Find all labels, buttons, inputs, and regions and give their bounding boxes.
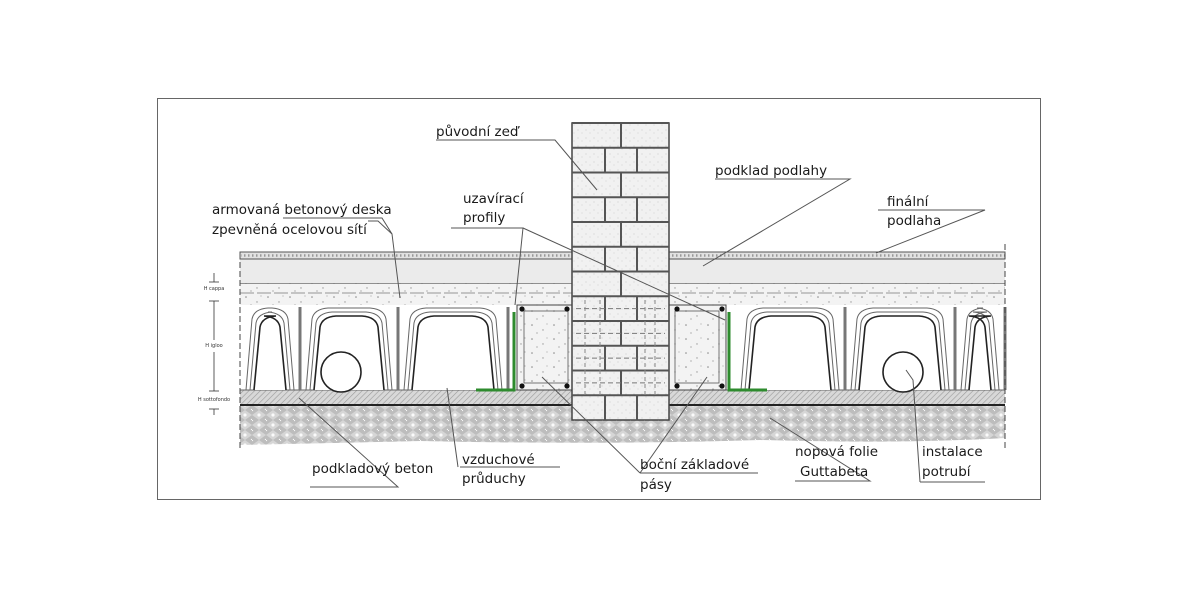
dim-h-sottofondo: H sottofondo [198, 397, 230, 403]
original-wall [571, 122, 670, 421]
label-floor-base: podklad podlahy [715, 163, 827, 179]
label-dimple-membrane-2: Guttabeta [800, 464, 868, 480]
side-footing-right [668, 304, 727, 391]
label-side-footings-2: pásy [640, 477, 672, 493]
label-slab-2: zpevněná ocelovou sítí [212, 222, 368, 238]
label-pipe-install-2: potrubí [922, 464, 972, 480]
closing-profile-left [476, 312, 516, 392]
label-closing-profiles-1: uzavírací [463, 191, 525, 207]
dimension-marks: H cappa H igloo H sottofondo [198, 244, 1006, 448]
side-footing-left [516, 304, 575, 391]
igloo-form [245, 307, 302, 391]
igloo-form [740, 307, 847, 391]
dim-h-igloo: H igloo [205, 343, 222, 349]
label-side-footings-1: boční základové [640, 457, 749, 473]
closing-profile-right [727, 312, 767, 392]
label-final-floor-1: finální [887, 194, 930, 210]
label-slab-1: armovaná betonový deska [212, 202, 392, 218]
label-final-floor-2: podlaha [887, 213, 941, 229]
label-pipe-install-1: instalace [922, 444, 983, 460]
igloo-form [960, 307, 1007, 391]
label-closing-profiles-2: profily [463, 210, 505, 226]
igloo-form [403, 307, 510, 391]
label-base-concrete: podkladový beton [312, 461, 433, 477]
label-air-ducts-1: vzduchové [462, 452, 535, 468]
pipe-right [882, 351, 924, 393]
label-air-ducts-2: průduchy [462, 471, 526, 487]
pipe-left [320, 351, 362, 393]
label-original-wall: původní zeď [436, 124, 520, 140]
dim-h-cappa: H cappa [204, 286, 225, 292]
label-dimple-membrane-1: nopová folie [795, 444, 878, 460]
leader-lines [283, 139, 986, 488]
labels: původní zeď podklad podlahy finální podl… [212, 124, 983, 493]
gravel-subgrade [240, 405, 1005, 445]
